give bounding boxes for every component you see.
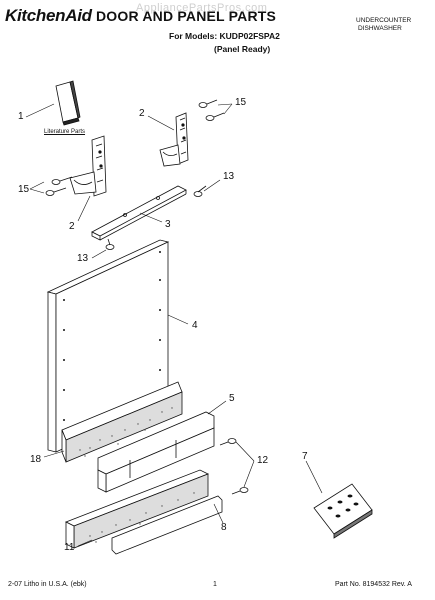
page-title: DOOR AND PANEL PARTS xyxy=(96,8,277,24)
kick-bracket xyxy=(97,411,215,493)
callout-1: 1 xyxy=(18,111,24,122)
callout-18: 18 xyxy=(30,454,42,465)
door-rail xyxy=(91,185,187,241)
models-label: For Models: KUDP02FSPA2 xyxy=(169,31,280,41)
footer-part-number: Part No. 8194532 Rev. A xyxy=(335,581,412,588)
category-line-2: DISHWASHER xyxy=(358,25,402,32)
footer-litho: 2-07 Litho in U.S.A. (ebk) xyxy=(8,581,87,588)
callout-13-left: 13 xyxy=(77,253,89,264)
literature-parts-label: Literature Parts xyxy=(44,129,86,135)
toe-panel xyxy=(65,469,223,555)
callout-11: 11 xyxy=(64,542,75,553)
screws-12 xyxy=(219,438,249,495)
callout-2-top: 2 xyxy=(139,108,145,119)
hardware-bag xyxy=(313,483,373,539)
callout-15-top: 15 xyxy=(235,97,247,108)
variant-label: (Panel Ready) xyxy=(214,44,271,54)
hinge-bracket-left xyxy=(69,135,107,197)
category-line-1: UNDERCOUNTER xyxy=(356,17,412,24)
watermark: AppliancePartsPros.com xyxy=(136,2,268,14)
screws-top-right xyxy=(198,99,225,121)
callout-4: 4 xyxy=(192,320,198,331)
callout-15-left: 15 xyxy=(18,184,30,195)
callout-7: 7 xyxy=(302,451,308,462)
insulation-upper xyxy=(61,381,183,463)
callout-8: 8 xyxy=(221,522,227,533)
brand-logo: KitchenAid xyxy=(5,6,92,25)
screws-left xyxy=(45,176,73,196)
callout-13-top: 13 xyxy=(223,171,235,182)
leader-lines xyxy=(25,103,323,547)
hinge-bracket-right xyxy=(159,112,189,167)
screws-13 xyxy=(105,185,207,250)
literature-booklet xyxy=(55,80,81,126)
callout-12: 12 xyxy=(257,455,269,466)
footer-page-number: 1 xyxy=(213,581,217,588)
callout-2-left: 2 xyxy=(69,221,75,232)
callout-5: 5 xyxy=(229,393,235,404)
callout-3: 3 xyxy=(165,219,171,230)
